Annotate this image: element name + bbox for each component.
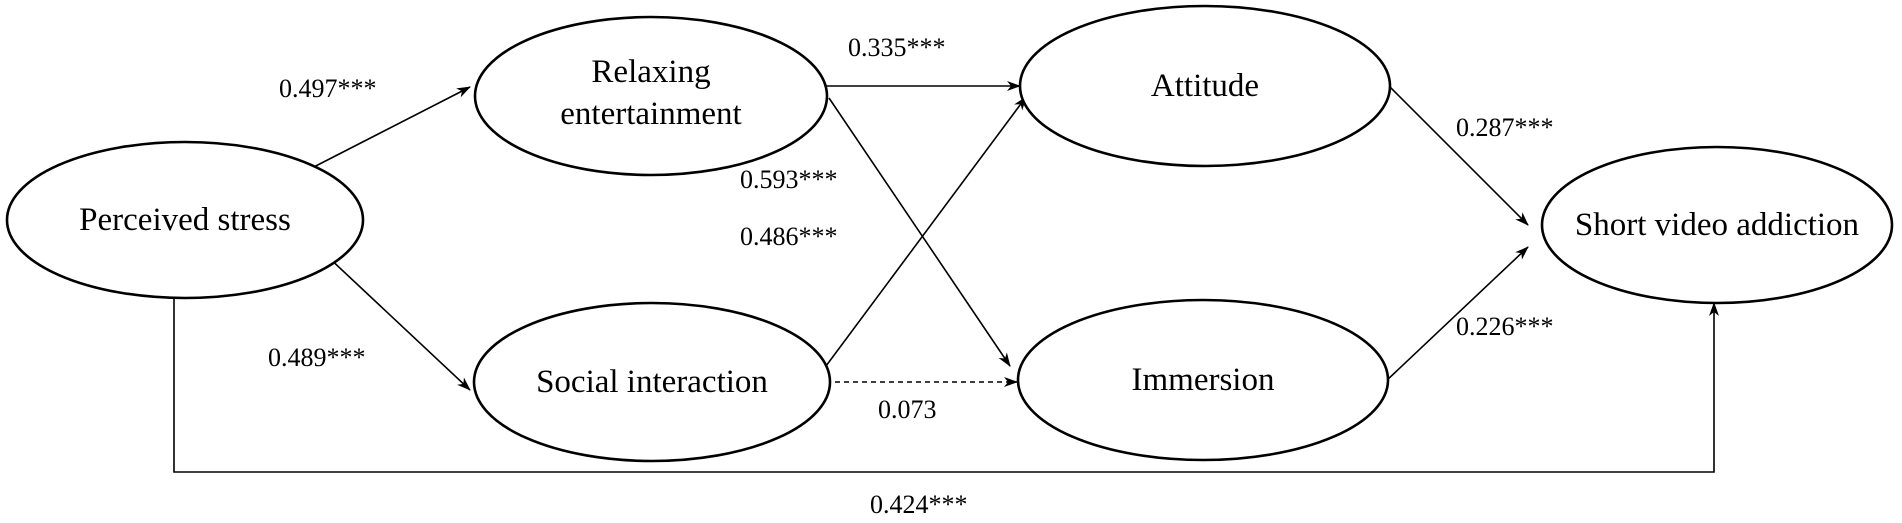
node-short-video-addiction-label: Short video addiction: [1575, 207, 1859, 243]
edge-stress-to-relaxing: [305, 86, 471, 172]
coef-attitude-to-addiction: 0.287***: [1456, 113, 1554, 142]
edge-stress-to-addiction: [173, 296, 1719, 473]
node-immersion-label: Immersion: [1132, 362, 1275, 398]
node-immersion: Immersion: [1016, 298, 1390, 462]
edge-attitude-to-addiction: [1388, 85, 1529, 226]
coef-immersion-to-addiction: 0.226***: [1456, 312, 1554, 341]
coef-social-to-attitude: 0.486***: [740, 222, 838, 251]
edge-relaxing-to-immersion: [828, 97, 1011, 367]
node-social-interaction: Social interaction: [472, 301, 832, 463]
node-relaxing-entertainment: Relaxing entertainment: [473, 15, 829, 177]
node-relaxing-entertainment-label-line1: Relaxing: [591, 54, 710, 90]
coef-relaxing-to-immersion: 0.593***: [740, 165, 838, 194]
node-perceived-stress-label: Perceived stress: [79, 202, 291, 238]
edge-stress-to-social: [309, 239, 471, 391]
node-social-interaction-label: Social interaction: [536, 364, 768, 400]
coef-stress-to-addiction: 0.424***: [870, 490, 968, 519]
coef-stress-to-social: 0.489***: [268, 343, 366, 372]
node-relaxing-entertainment-label-line2: entertainment: [560, 96, 741, 132]
coef-stress-to-relaxing: 0.497***: [279, 74, 377, 103]
node-perceived-stress: Perceived stress: [5, 140, 365, 300]
coef-social-to-immersion: 0.073: [878, 395, 937, 424]
node-attitude-label: Attitude: [1151, 68, 1259, 104]
node-short-video-addiction: Short video addiction: [1540, 145, 1894, 305]
coef-relaxing-to-attitude: 0.335***: [848, 33, 946, 62]
edge-immersion-to-addiction: [1384, 246, 1529, 383]
edge-social-to-attitude: [825, 96, 1027, 367]
node-attitude: Attitude: [1018, 4, 1392, 168]
